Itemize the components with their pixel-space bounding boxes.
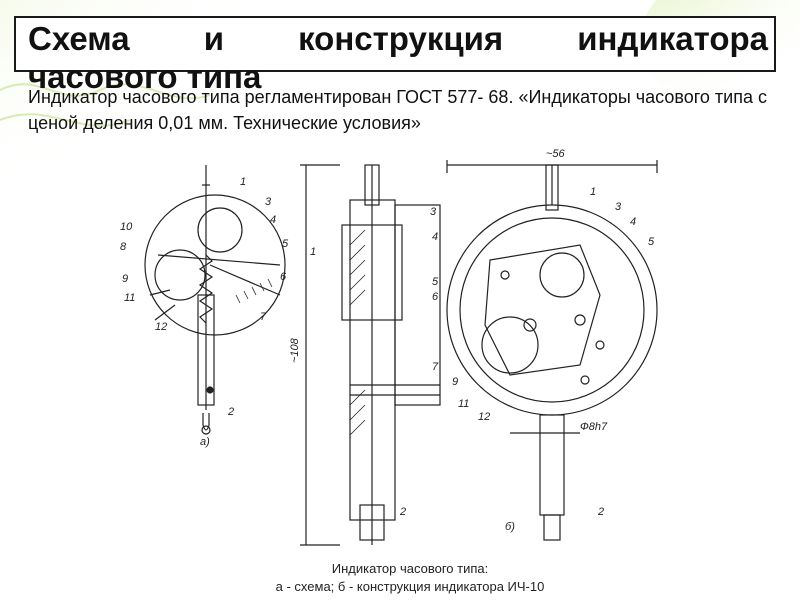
label-b-9: 9 [452,376,458,388]
label-a-10: 10 [120,221,133,233]
label-a-12: 12 [155,321,167,333]
dimension-shaft: Ф8h7 [580,421,608,433]
slide-title-line2: часового типа [28,58,262,95]
caption-b: б) [505,521,515,533]
label-a-3: 3 [265,196,272,208]
indicator-drawing: 1 2 3 4 5 6 7 8 9 10 11 12 а) 1 2 3 4 5 … [120,148,658,546]
label-a-9: 9 [122,273,128,285]
front-view-b [446,160,658,541]
figure-caption-line2: а - схема; б - конструкция индикатора ИЧ… [275,579,545,594]
section-view [300,164,441,546]
label-a-5: 5 [282,238,289,250]
label-c-2: 2 [399,506,406,518]
title-box [14,16,776,72]
label-a-1: 1 [240,176,246,188]
label-a-4: 4 [270,214,276,226]
figure-caption: Индикатор часового типа: а - схема; б - … [150,560,670,596]
label-a-8: 8 [120,241,127,253]
dimension-width: ~56 [546,148,566,160]
label-b-2: 2 [597,506,604,518]
label-a-11: 11 [124,292,135,304]
label-c-6: 6 [432,291,439,303]
slide-subtitle: Индикатор часового типа регламентирован … [28,87,767,133]
label-b-3: 3 [615,201,622,213]
label-c-3: 3 [430,206,437,218]
label-c-5: 5 [432,276,439,288]
label-c-7: 7 [432,361,439,373]
label-b-11: 11 [458,398,469,410]
label-c-4: 4 [432,231,438,243]
label-a-2: 2 [227,406,234,418]
schematic-a [144,165,286,435]
label-a-7: 7 [260,311,267,323]
caption-a: а) [200,436,210,448]
slide-title: Схема и конструкция индикатора [28,20,768,57]
label-b-5: 5 [648,236,655,248]
label-b-1: 1 [590,186,596,198]
dimension-height: ~108 [289,337,301,363]
label-b-4: 4 [630,216,636,228]
figure-caption-line1: Индикатор часового типа: [331,561,489,576]
label-b-12: 12 [478,411,490,423]
label-c-1: 1 [310,246,316,258]
label-a-6: 6 [280,271,287,283]
